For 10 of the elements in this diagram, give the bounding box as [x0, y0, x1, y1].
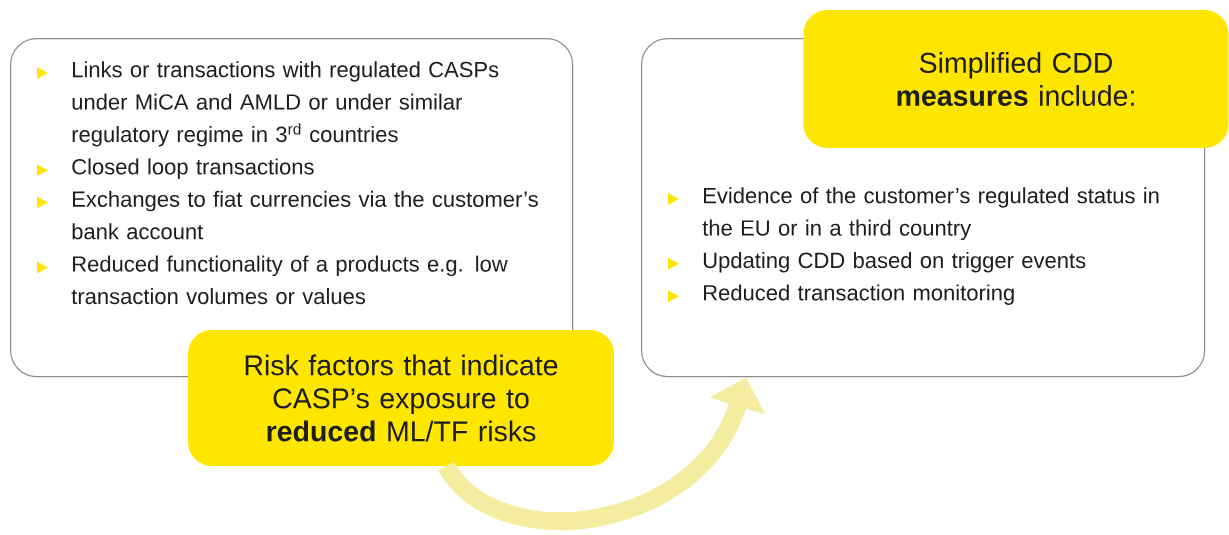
- bullet-item: Exchanges to fiat currencies via the customer’s bank account: [72, 190, 538, 240]
- bullet-item: Reduced transaction monitoring: [704, 284, 1014, 305]
- bullet-item: Links or transactions with regulated CASPs under MiCA and AMLD or under similar regulatory regime in 3$^{rd}$ countries: [72, 61, 499, 147]
- bullet-item: Evidence of the customer’s regulated status in the EU or in a third country: [702, 187, 1159, 241]
- bullet-item: Updating CDD based on trigger events: [703, 252, 1086, 273]
- callout-box: Risk factors that indicate CASP’s exposure to reduced ML/TF risks: [188, 330, 614, 466]
- bullet-item: Reduced functionality of a products e.g. low transaction volumes or values: [71, 255, 508, 305]
- list-box: [10, 38, 574, 378]
- callout-box: Simplified CDD measures include:: [803, 10, 1229, 148]
- bullet-item: Closed loop transactions: [72, 158, 314, 179]
